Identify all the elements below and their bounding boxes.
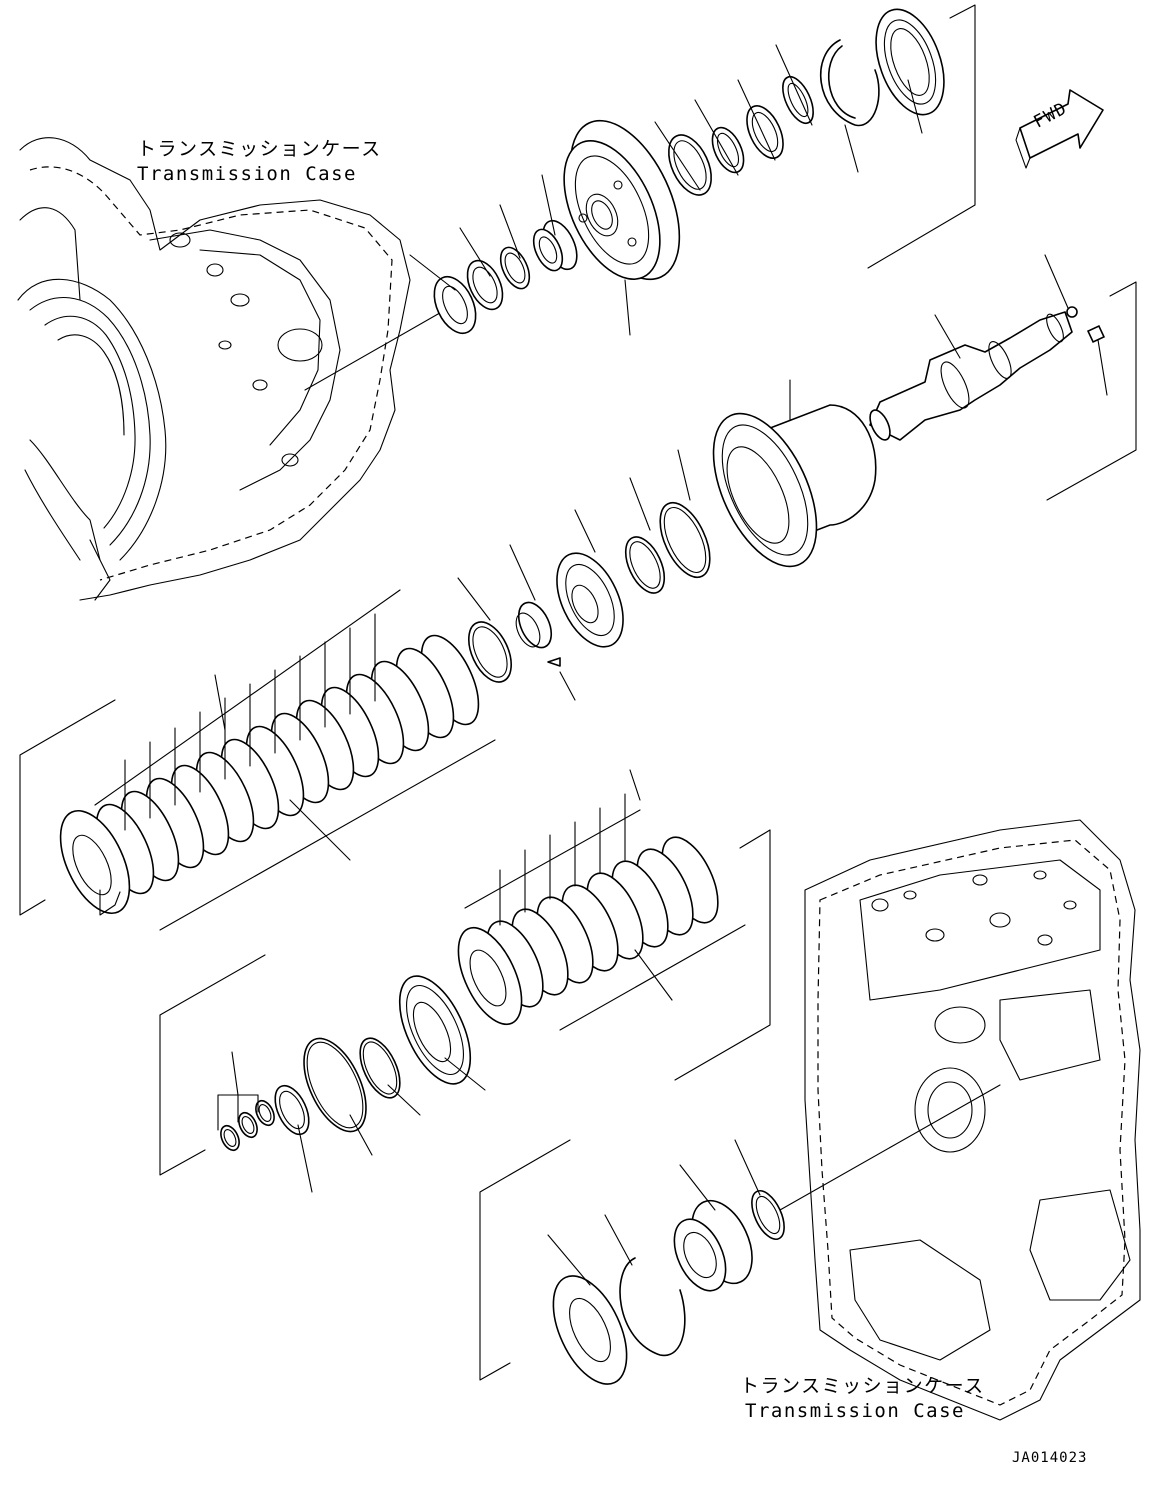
case-top-japanese-label: トランスミッションケース xyxy=(137,138,382,160)
axis-lines xyxy=(304,309,1001,1211)
top-row-parts xyxy=(409,8,945,336)
transmission-case-bottom-illustration xyxy=(804,819,1141,1421)
case-bottom-english-label: Transmission Case xyxy=(745,1400,965,1422)
lower-row-parts xyxy=(217,975,486,1193)
middle-rings xyxy=(457,449,711,701)
output-shaft xyxy=(869,254,1108,441)
lower-clutch-pack xyxy=(457,769,746,1031)
case-bottom-japanese-label: トランスミッションケース xyxy=(740,1375,985,1397)
callout-boxes xyxy=(19,4,1137,1381)
drawing-code: JA014023 xyxy=(1012,1450,1088,1466)
transmission-case-top-illustration xyxy=(17,137,411,601)
fwd-arrow xyxy=(1015,89,1104,169)
bottom-row-parts xyxy=(547,1139,785,1385)
clutch-drum xyxy=(712,379,877,568)
upper-clutch-pack xyxy=(59,589,496,931)
case-top-english-label: Transmission Case xyxy=(137,163,357,185)
